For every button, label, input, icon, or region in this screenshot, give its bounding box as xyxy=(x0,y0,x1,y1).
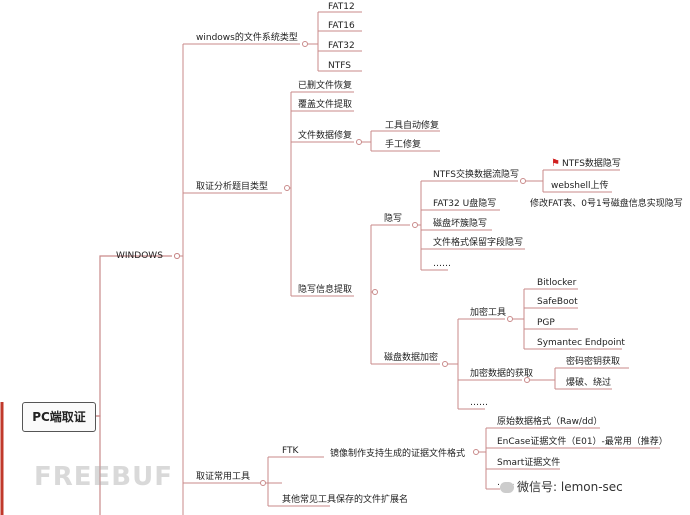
node-windows[interactable]: WINDOWS xyxy=(116,251,163,261)
flag-icon: ⚑ xyxy=(551,158,560,169)
wechat-icon xyxy=(500,482,514,493)
freebuf-watermark: FREEBUF xyxy=(34,462,173,492)
node-smart[interactable]: Smart证据文件 xyxy=(497,458,561,468)
stego-knob xyxy=(412,222,418,228)
wechat-watermark-text: 微信号: lemon-sec xyxy=(517,480,623,494)
node-ntfs[interactable]: NTFS xyxy=(328,61,351,71)
formats-knob xyxy=(473,449,479,455)
node-ntfs-data-stego[interactable]: ⚑NTFS数据隐写 xyxy=(551,158,621,170)
enctools-knob xyxy=(507,316,513,322)
node-reserved-field[interactable]: 文件格式保留字段隐写 xyxy=(433,238,524,248)
node-encrypt-more[interactable]: …… xyxy=(470,398,488,408)
node-fat12[interactable]: FAT12 xyxy=(328,2,355,12)
node-common-tools[interactable]: 取证常用工具 xyxy=(196,472,251,482)
node-fat32[interactable]: FAT32 xyxy=(328,41,355,51)
node-fat16[interactable]: FAT16 xyxy=(328,21,355,31)
node-safeboot[interactable]: SafeBoot xyxy=(537,297,578,307)
node-deleted-recovery[interactable]: 已删文件恢复 xyxy=(298,81,353,91)
ntfsads-knob xyxy=(520,178,526,184)
node-image-formats[interactable]: 镜像制作支持生成的证据文件格式 xyxy=(330,449,466,459)
evidence-knob xyxy=(284,185,290,191)
node-symantec[interactable]: Symantec Endpoint xyxy=(537,338,625,348)
node-bad-sector[interactable]: 磁盘坏簇隐写 xyxy=(433,219,488,229)
node-bitlocker[interactable]: Bitlocker xyxy=(537,278,577,288)
node-webshell[interactable]: webshell上传 xyxy=(551,181,609,191)
node-pgp[interactable]: PGP xyxy=(537,318,555,328)
node-encrypt-data-get[interactable]: 加密数据的获取 xyxy=(470,369,534,379)
node-stego-more[interactable]: …… xyxy=(433,259,451,269)
stegoext-knob xyxy=(372,289,378,295)
node-other-ext[interactable]: 其他常见工具保存的文件扩展名 xyxy=(282,495,409,505)
tools-knob xyxy=(260,480,266,486)
root-windows-link xyxy=(94,255,172,417)
node-stego[interactable]: 隐写 xyxy=(384,214,403,224)
node-ntfs-data-stego-label: NTFS数据隐写 xyxy=(561,159,621,169)
node-overwrite-extract[interactable]: 覆盖文件提取 xyxy=(298,100,353,110)
encdata-knob xyxy=(524,377,530,383)
node-fat32-usb-note[interactable]: 修改FAT表、0号1号磁盘信息实现隐写 xyxy=(530,199,683,209)
windows-knob xyxy=(174,253,180,259)
wechat-watermark: 微信号: lemon-sec xyxy=(500,478,623,495)
node-manual-repair[interactable]: 手工修复 xyxy=(385,140,422,150)
node-fs-types[interactable]: windows的文件系统类型 xyxy=(196,33,298,43)
diskenc-knob xyxy=(442,361,448,367)
node-encase[interactable]: EnCase证据文件（E01）-最常用（推荐） xyxy=(497,437,668,447)
node-encrypt-tools[interactable]: 加密工具 xyxy=(470,308,507,318)
node-ftk[interactable]: FTK xyxy=(282,446,299,456)
repair-knob xyxy=(356,139,362,145)
node-fat32-usb[interactable]: FAT32 U盘隐写 xyxy=(433,199,497,209)
node-evidence-types[interactable]: 取证分析题目类型 xyxy=(196,182,269,192)
node-ntfs-ads[interactable]: NTFS交换数据流隐写 xyxy=(433,170,519,180)
node-data-repair[interactable]: 文件数据修复 xyxy=(298,131,353,141)
node-stego-extract[interactable]: 隐写信息提取 xyxy=(298,285,353,295)
node-disk-encrypt[interactable]: 磁盘数据加密 xyxy=(384,353,439,363)
root-node[interactable]: PC端取证 xyxy=(22,402,96,432)
root-down-link xyxy=(94,415,101,515)
node-raw-dd[interactable]: 原始数据格式（Raw/dd） xyxy=(497,417,603,427)
fstypes-knob xyxy=(302,41,308,47)
node-key-get[interactable]: 密码密钥获取 xyxy=(566,357,621,367)
node-crack-bypass[interactable]: 爆破、绕过 xyxy=(566,378,612,388)
node-auto-repair[interactable]: 工具自动修复 xyxy=(385,121,440,131)
